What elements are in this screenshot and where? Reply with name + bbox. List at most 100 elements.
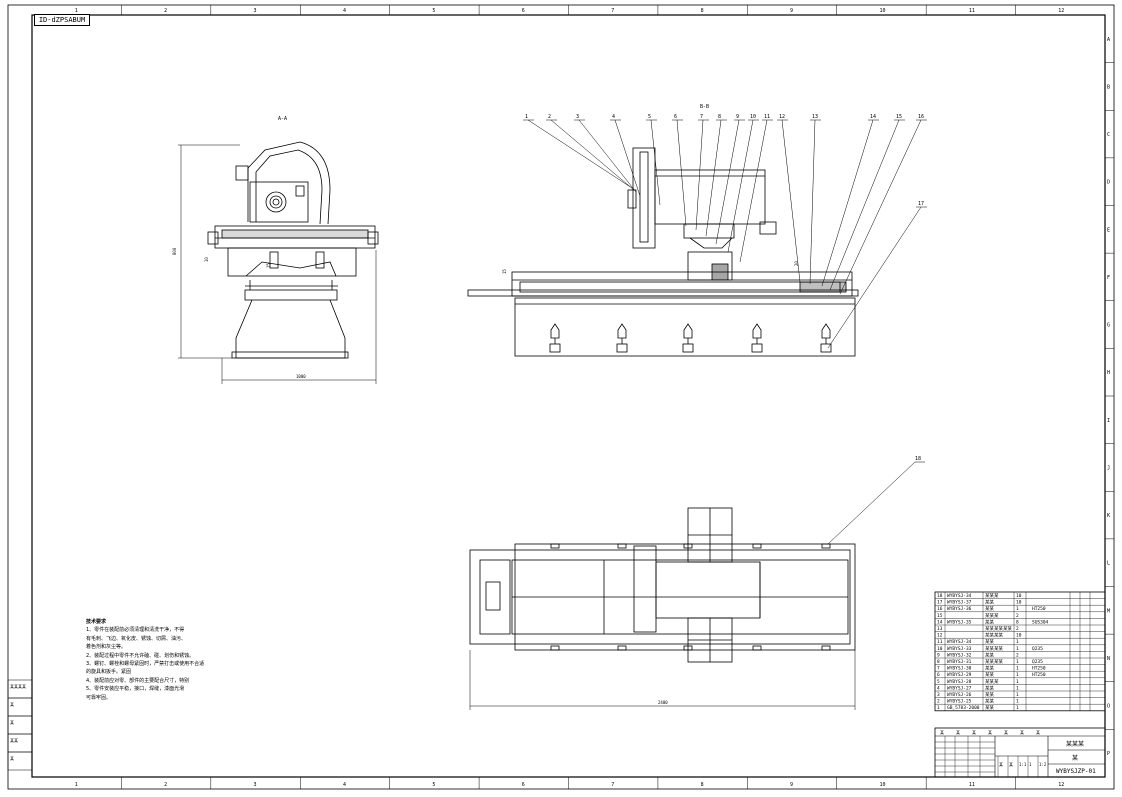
zone-col-bottom-6: 6 [522, 782, 525, 788]
top-foot-b-3 [683, 645, 693, 651]
top-foot-a-5 [821, 543, 831, 549]
tech-note-line: 1、零件在装配前必须清理和清洗干净，不得 [86, 627, 185, 634]
part-material: HT250 [1032, 672, 1046, 678]
part-material: HT250 [1032, 606, 1046, 612]
part-qty: 8 [1016, 619, 1019, 625]
side-height-dim: 800 [172, 247, 177, 255]
header-cell-3: 某 [972, 729, 976, 735]
part-code: WYBYSJ-33 [947, 646, 972, 652]
lead-screw [467, 289, 859, 297]
header-cell-5: 某 [1004, 729, 1008, 735]
zone-row-E: E [1107, 227, 1110, 233]
balloon-11: 11 [764, 114, 770, 120]
balloon-7: 7 [700, 114, 703, 120]
tech-note-line: 着色剂和灰尘等。 [86, 644, 127, 651]
side-view-label: A-A [278, 116, 287, 122]
part-no: 15 [937, 613, 943, 619]
motor-housing [247, 141, 331, 225]
balloon-12: 12 [779, 114, 785, 120]
technical-notes: 技术要求 1、零件在装配前必须清理和清洗干净，不得有毛刺、飞边、氧化皮、锈蚀、切… [86, 618, 226, 702]
top-carriage [633, 545, 657, 633]
spindle-circle [265, 191, 287, 213]
part-qty: 1 [1016, 606, 1019, 612]
balloon-8: 8 [718, 114, 721, 120]
part-name: 某某 [985, 672, 994, 678]
scale-cell-3: 1:1 [1019, 762, 1027, 767]
part-name: 某某某某 [985, 646, 1003, 652]
part-no: 12 [937, 633, 943, 639]
part-material: HT250 [1032, 666, 1046, 672]
zone-row-C: C [1107, 132, 1110, 138]
top-foot-a-3 [683, 543, 693, 549]
part-no: 2 [937, 699, 940, 705]
balloon-13: 13 [812, 114, 818, 120]
part-qty: 1 [1016, 705, 1019, 711]
zone-row-I: I [1107, 418, 1110, 424]
part-no: 11 [937, 639, 943, 645]
part-qty: 1 [1016, 646, 1019, 652]
part-code: WYBYSJ-35 [947, 619, 972, 625]
part-name: 某某某 [985, 613, 999, 619]
balloon-15: 15 [896, 114, 902, 120]
zone-col-top-11: 11 [969, 8, 975, 14]
part-material: Q235 [1032, 646, 1043, 652]
header-cell-1: 某 [940, 729, 944, 735]
top-bed-outline [469, 549, 851, 645]
zone-row-M: M [1107, 608, 1110, 614]
part-code: WYBYSJ-29 [947, 672, 972, 678]
zone-col-top-3: 3 [254, 8, 257, 14]
scale-cell-2: 某 [1009, 761, 1013, 767]
part-qty: 2 [1016, 626, 1019, 632]
zone-col-bottom-7: 7 [611, 782, 614, 788]
part-code: WYBYSJ-28 [947, 679, 972, 685]
header-cell-7: 某 [1036, 729, 1040, 735]
zone-col-bottom-10: 10 [879, 782, 885, 788]
part-qty: 1 [1016, 699, 1019, 705]
part-code: WYBYSJ-26 [947, 692, 972, 698]
part-code: WYBYSJ-37 [947, 600, 972, 606]
foot-pad-5 [820, 343, 832, 353]
balloon-4: 4 [612, 114, 615, 120]
part-code: WYBYSJ-30 [947, 666, 972, 672]
part-no: 14 [937, 619, 943, 625]
zone-col-bottom-4: 4 [343, 782, 346, 788]
foot-pad-2 [616, 343, 628, 353]
balloon-1: 1 [525, 114, 528, 120]
part-name: 某某某 [985, 679, 999, 685]
scale-cell-5: 1:2 [1039, 762, 1047, 767]
part-code: WYBYSJ-34 [947, 593, 972, 599]
part-no: 10 [937, 646, 943, 652]
top-foot-a-2 [617, 543, 627, 549]
balloon-18: 18 [915, 456, 921, 462]
part-qty: 1 [1016, 679, 1019, 685]
zone-col-top-5: 5 [432, 8, 435, 14]
tech-note-line: 可靠牢固。 [86, 694, 112, 701]
header-cells: 某某某某某某某 [940, 729, 1040, 735]
side-width-dim: 1000 [296, 374, 306, 379]
zone-row-G: G [1107, 323, 1110, 329]
part-name: 某某某某某某 [985, 626, 1012, 632]
part-name: 某某 [985, 600, 994, 606]
part-name: 某某某 [985, 593, 999, 599]
zone-col-top-7: 7 [611, 8, 614, 14]
zone-col-top-12: 12 [1058, 8, 1064, 14]
part-name: 某某 [985, 699, 994, 705]
part-material: SUS304 [1032, 619, 1049, 625]
gearbox-block [249, 181, 309, 223]
left-stamp-4: 某某 [10, 737, 18, 743]
zone-row-F: F [1107, 275, 1110, 281]
part-no: 6 [937, 672, 940, 678]
tech-note-line: 5、零件安装应平稳，接口，焊缝，漆面光滑 [86, 686, 185, 693]
side-support-leg [235, 299, 346, 359]
part-qty: 10 [1016, 593, 1022, 599]
zone-col-bottom-9: 9 [790, 782, 793, 788]
front-view-label: B-B [700, 104, 709, 110]
